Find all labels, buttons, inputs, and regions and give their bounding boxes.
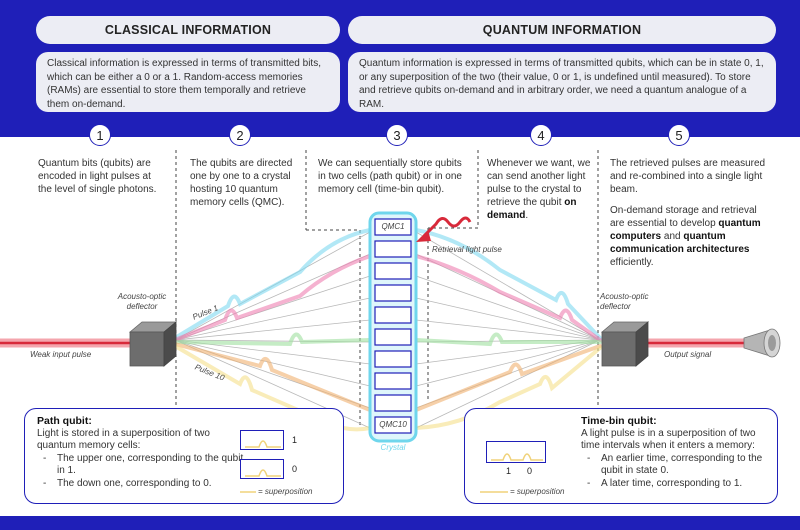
step-1-text: Quantum bits (qubits) are encoded in lig… bbox=[38, 158, 157, 195]
path-qubit-list: The upper one, corresponding to the qubi… bbox=[37, 453, 247, 491]
path-qubit-item-1: The upper one, corresponding to the qubi… bbox=[43, 453, 247, 478]
retrieval-pulse-label: Retrieval light pulse bbox=[432, 245, 502, 254]
path-qubit-pulse-0 bbox=[245, 469, 281, 477]
step-5-circle: 5 bbox=[668, 124, 690, 146]
step-2-text: The qubits are directed one by one to a … bbox=[190, 158, 293, 208]
path-qubit-cell-0 bbox=[240, 459, 284, 479]
classical-title: CLASSICAL INFORMATION bbox=[36, 16, 340, 44]
retrieval-pulse bbox=[416, 216, 472, 242]
deflector-right-label: Acousto-optic deflector bbox=[600, 292, 649, 311]
qmc10-label: QMC10 bbox=[379, 420, 407, 429]
timebin-qubit-pulses bbox=[491, 453, 543, 461]
quantum-text: Quantum information is expressed in term… bbox=[348, 52, 776, 112]
step-3-text: We can sequentially store qubits in two … bbox=[318, 158, 462, 195]
quantum-title: QUANTUM INFORMATION bbox=[348, 16, 776, 44]
timebin-qubit-cell bbox=[486, 441, 546, 463]
path-qubit-intro: Light is stored in a superposition of tw… bbox=[37, 427, 210, 452]
step-5-text: The retrieved pulses are measured and re… bbox=[610, 157, 770, 269]
step-4-circle: 4 bbox=[530, 124, 552, 146]
step-1-circle: 1 bbox=[89, 124, 111, 146]
path-qubit-cell-1 bbox=[240, 430, 284, 450]
timebin-qubit-intro: A light pulse is in a superposition of t… bbox=[581, 427, 756, 452]
timebin-qubit-legend: = superposition bbox=[510, 487, 565, 496]
detector-icon bbox=[743, 328, 781, 358]
path-qubit-cell-1-label: 1 bbox=[292, 435, 298, 445]
pulse-paths-left bbox=[173, 228, 372, 432]
classical-text: Classical information is expressed in te… bbox=[36, 52, 340, 112]
step-2-circle: 2 bbox=[229, 124, 251, 146]
footer-band bbox=[0, 516, 800, 530]
step-4-text: Whenever we want, we can send another li… bbox=[487, 158, 591, 221]
qmc1-label: QMC1 bbox=[381, 222, 405, 231]
deflector-left-cube bbox=[128, 321, 178, 367]
path-qubit-cell-0-label: 0 bbox=[292, 464, 298, 474]
path-qubit-title: Path qubit: bbox=[37, 415, 92, 427]
timebin-qubit-bin-1: 1 bbox=[506, 466, 512, 476]
timebin-qubit-item-1: An earlier time, corresponding to the qu… bbox=[587, 453, 767, 478]
pulse-paths-right bbox=[414, 228, 602, 430]
timebin-qubit-list: An earlier time, corresponding to the qu… bbox=[581, 453, 767, 491]
input-pulse-label: Weak input pulse bbox=[30, 350, 92, 359]
path-qubit-box: Path qubit: Light is stored in a superpo… bbox=[24, 408, 344, 504]
deflector-right-cube bbox=[600, 321, 650, 367]
crystal-label: Crystal bbox=[380, 443, 406, 452]
path-qubit-pulse-1 bbox=[245, 440, 281, 448]
memory-cells bbox=[374, 218, 412, 434]
deflector-left-label: Acousto-optic deflector bbox=[117, 292, 167, 311]
step-5-text-2: On-demand storage and retrieval are esse… bbox=[610, 205, 761, 268]
timebin-qubit-item-2: A later time, corresponding to 1. bbox=[587, 478, 767, 491]
timebin-qubit-title: Time-bin qubit: bbox=[581, 415, 657, 427]
output-signal-label: Output signal bbox=[664, 350, 712, 359]
timebin-qubit-bin-0: 0 bbox=[527, 466, 533, 476]
path-qubit-legend: = superposition bbox=[258, 487, 313, 496]
column-separators bbox=[175, 150, 599, 425]
path-qubit-item-2: The down one, corresponding to 0. bbox=[43, 478, 247, 491]
step-3-circle: 3 bbox=[386, 124, 408, 146]
